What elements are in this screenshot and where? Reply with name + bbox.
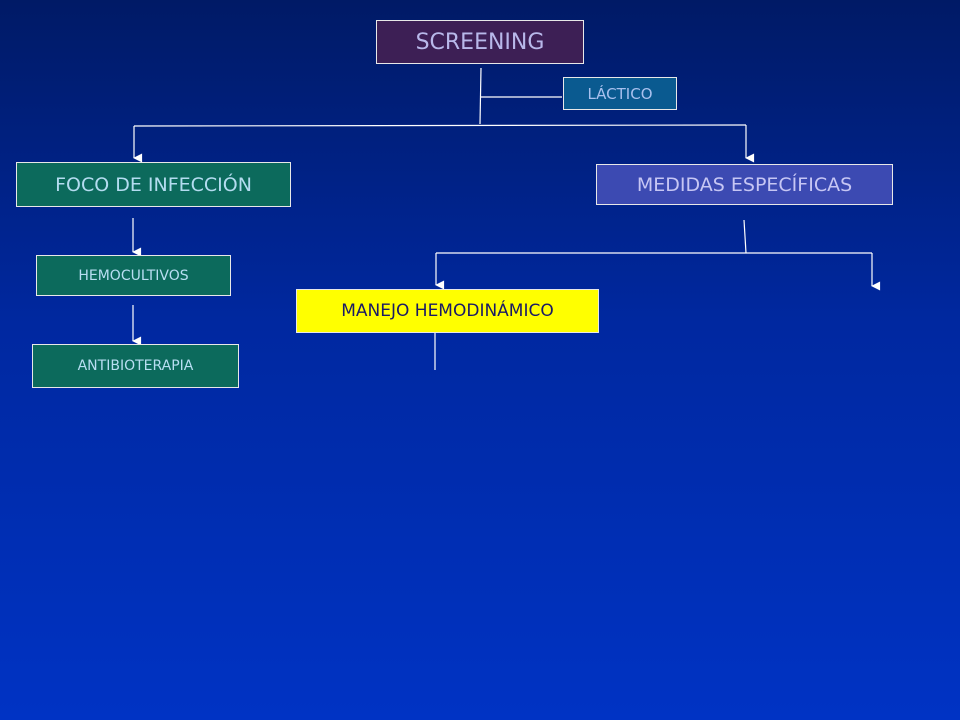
node-antibioterapia: ANTIBIOTERAPIA bbox=[32, 344, 239, 388]
node-antibioterapia-label: ANTIBIOTERAPIA bbox=[77, 358, 194, 374]
node-manejo-hemodinamico-label: MANEJO HEMODINÁMICO bbox=[341, 301, 554, 321]
node-medidas-especificas-label: MEDIDAS ESPECÍFICAS bbox=[636, 173, 853, 196]
node-screening-label: SCREENING bbox=[415, 29, 545, 55]
node-foco-infeccion: FOCO DE INFECCIÓN bbox=[16, 162, 291, 207]
node-foco-infeccion-label: FOCO DE INFECCIÓN bbox=[55, 173, 252, 196]
node-lactico: LÁCTICO bbox=[563, 77, 677, 110]
node-manejo-hemodinamico: MANEJO HEMODINÁMICO bbox=[296, 289, 599, 333]
node-screening: SCREENING bbox=[376, 20, 584, 64]
node-lactico-label: LÁCTICO bbox=[587, 84, 653, 103]
connector-screening-down bbox=[479, 67, 482, 125]
node-hemocultivos: HEMOCULTIVOS bbox=[36, 255, 231, 296]
connector-main-horizontal bbox=[133, 124, 747, 127]
node-hemocultivos-label: HEMOCULTIVOS bbox=[78, 267, 189, 284]
connector-medidas-down bbox=[743, 219, 747, 254]
node-medidas-especificas: MEDIDAS ESPECÍFICAS bbox=[596, 164, 893, 205]
